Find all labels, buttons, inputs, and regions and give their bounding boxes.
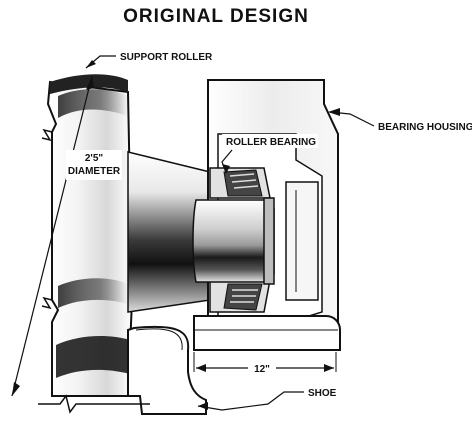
- diagram-title: ORIGINAL DESIGN: [123, 6, 309, 27]
- roller-bearing-label: ROLLER BEARING: [226, 137, 316, 148]
- diameter-dimension: 2'5" DIAMETER: [11, 75, 122, 397]
- break-line-bottom: [38, 394, 150, 414]
- lower-roller-elements: [223, 283, 263, 311]
- roller-bearing-callout: ROLLER BEARING: [221, 134, 318, 174]
- support-roller-callout: SUPPORT ROLLER: [85, 52, 213, 69]
- bearing-housing-label: BEARING HOUSING: [378, 122, 472, 133]
- roller-bearing: [192, 167, 275, 313]
- housing-width-dimension: 12": [193, 352, 337, 375]
- shoe-callout: SHOE: [197, 388, 337, 411]
- diameter-word-label: DIAMETER: [68, 166, 121, 177]
- shoe-label: SHOE: [308, 388, 337, 399]
- diameter-value-label: 2'5": [85, 153, 104, 164]
- upper-roller-elements: [223, 169, 263, 197]
- support-roller: [41, 74, 134, 397]
- support-roller-label: SUPPORT ROLLER: [120, 52, 213, 63]
- housing-width-label: 12": [254, 364, 270, 375]
- bearing-housing-callout: BEARING HOUSING: [328, 108, 472, 133]
